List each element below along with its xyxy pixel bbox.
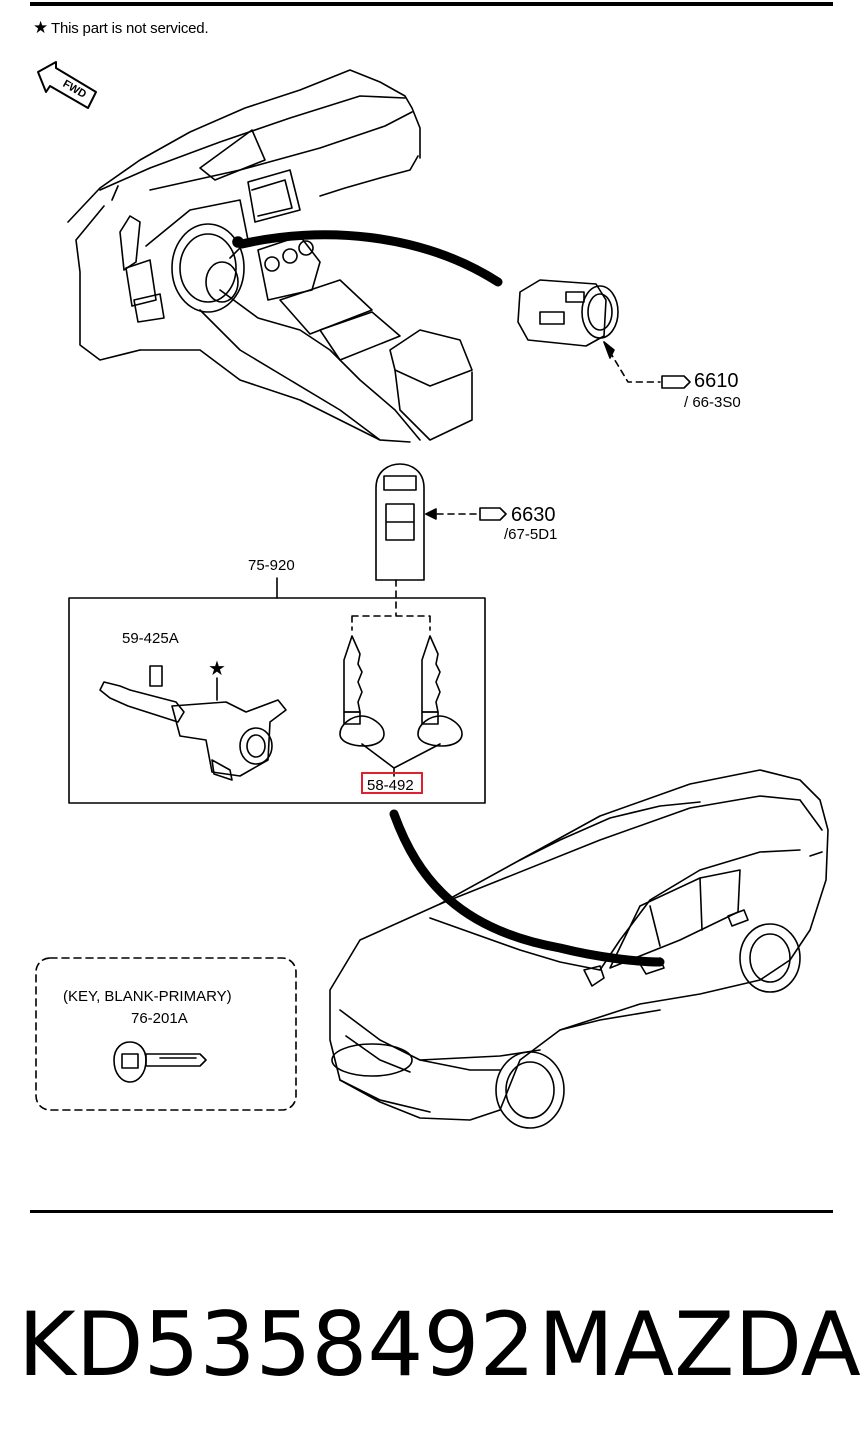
callout-59-425a: 59-425A <box>122 630 179 647</box>
blank-key-ref: 76-201A <box>131 1010 188 1027</box>
footer: KD5358492 MAZDA <box>0 1290 864 1400</box>
arrow-6630 <box>425 508 437 520</box>
leader-line-dash <box>237 230 503 287</box>
assembly-box <box>68 597 486 804</box>
blank-key-icon <box>113 1041 207 1083</box>
brand-name: MAZDA <box>538 1293 861 1396</box>
star-marker-icon: ★ <box>208 658 226 680</box>
pointing-hand-icon <box>661 375 691 389</box>
emergency-key-left <box>339 635 385 747</box>
callout-58-492: 58-492 <box>367 777 414 794</box>
emergency-key-right <box>417 635 463 747</box>
callout-6610-number: 6610 <box>694 370 739 392</box>
start-button-part <box>517 279 619 347</box>
cylinder-clip <box>149 665 163 687</box>
blank-key-box <box>35 957 297 1111</box>
star-icon: ★ <box>33 18 49 37</box>
not-serviced-note: ★This part is not serviced. <box>33 18 209 38</box>
smart-key-fob <box>375 463 425 581</box>
callout-6630-number: 6630 <box>511 504 556 526</box>
fwd-arrow-icon: FWD <box>37 61 97 109</box>
fwd-label: FWD <box>61 78 89 101</box>
callout-6630-ref: /67-5D1 <box>504 526 558 543</box>
arrow-6610 <box>603 341 615 359</box>
car-illustration <box>329 769 829 1129</box>
pointing-hand-icon <box>479 507 507 521</box>
part-number: KD5358492 <box>18 1293 536 1396</box>
dashboard-illustration <box>67 69 473 443</box>
callout-assembly: 75-920 <box>248 557 295 574</box>
top-rule <box>30 2 833 6</box>
callout-6610-ref: / 66-3S0 <box>684 394 741 411</box>
lock-cylinder <box>99 681 287 781</box>
fob-to-keys-link <box>351 579 431 631</box>
bottom-rule <box>30 1210 833 1213</box>
note-text: This part is not serviced. <box>51 20 209 37</box>
highlight-58-492 <box>361 772 423 794</box>
blank-key-title: (KEY, BLANK-PRIMARY) <box>63 988 232 1005</box>
